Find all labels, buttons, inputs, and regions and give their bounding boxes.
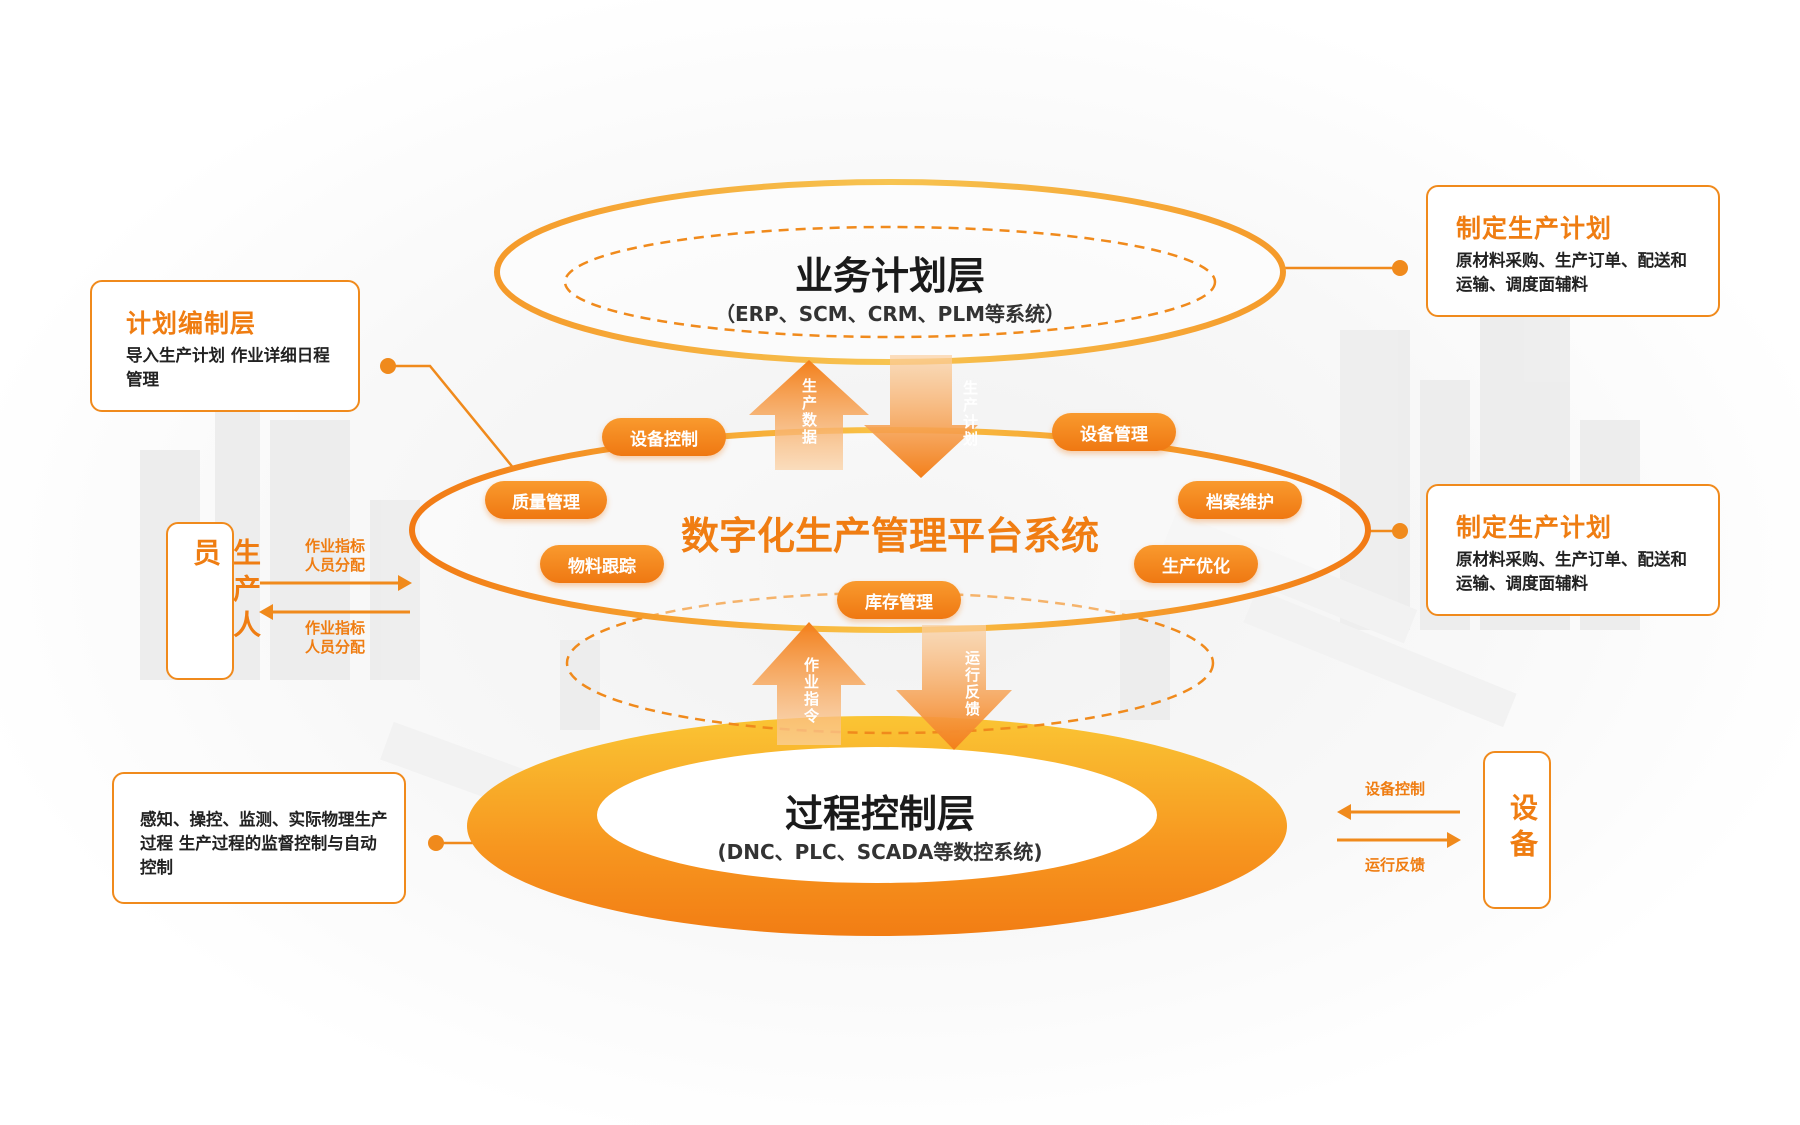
arrow-label-production-plan: 生产计划 xyxy=(961,380,979,448)
plan-layer-text: 导入生产计划 作业详细日程管理 xyxy=(126,346,330,389)
right-plan-1-text: 原材料采购、生产订单、配送和运输、调度面辅料 xyxy=(1456,251,1687,294)
middle-layer-title: 数字化生产管理平台系统 xyxy=(680,514,1099,558)
arrow-label-production-data: 生产数据 xyxy=(800,378,818,446)
equipment-label: 设备 xyxy=(1506,793,1539,865)
pill-material-tracking: 物料跟踪 xyxy=(540,545,664,583)
top-layer-title: 业务计划层 xyxy=(794,254,985,298)
pill-device-management: 设备管理 xyxy=(1052,413,1176,451)
personnel-top-label-1: 作业指标 xyxy=(304,537,365,555)
right-plan-2-title: 制定生产计划 xyxy=(1456,513,1613,542)
arrow-label-work-order: 作业指令 xyxy=(802,657,820,725)
arrow-label-operation-feedback: 运行反馈 xyxy=(963,650,981,718)
personnel-bottom-label-1: 作业指标 xyxy=(304,619,365,637)
pill-inventory-management: 库存管理 xyxy=(837,581,961,619)
pill-archive-maintenance: 档案维护 xyxy=(1178,481,1302,519)
personnel-box: 生产人员 xyxy=(166,522,262,680)
arrow-operation-feedback xyxy=(896,625,1012,750)
right-plan-box-1: 制定生产计划 原材料采购、生产订单、配送和运输、调度面辅料 xyxy=(1426,185,1720,317)
top-dashed-ring xyxy=(563,225,1217,339)
personnel-label: 生产人员 xyxy=(189,538,262,646)
personnel-bottom-label-2: 人员分配 xyxy=(304,638,365,656)
arrow-production-plan xyxy=(864,355,978,478)
equipment-box: 设备 xyxy=(1483,751,1551,909)
pill-device-control: 设备控制 xyxy=(602,418,726,456)
arrow-production-data xyxy=(749,360,869,470)
right-plan-2-text: 原材料采购、生产订单、配送和运输、调度面辅料 xyxy=(1456,550,1687,593)
bottom-layer-subtitle: (DNC、PLC、SCADA等数控系统) xyxy=(717,840,1043,864)
bottom-layer-title: 过程控制层 xyxy=(784,792,975,836)
process-desc-box: 感知、操控、监测、实际物理生产过程 生产过程的监督控制与自动控制 xyxy=(112,772,406,904)
pill-quality-management: 质量管理 xyxy=(485,481,607,519)
pill-production-optimization: 生产优化 xyxy=(1134,545,1258,583)
arrow-work-order xyxy=(752,622,866,745)
top-layer-subtitle: （ERP、SCM、CRM、PLM等系统） xyxy=(715,302,1065,326)
equipment-top-label: 设备控制 xyxy=(1364,780,1425,798)
plan-layer-title: 计划编制层 xyxy=(126,309,257,338)
personnel-top-label-2: 人员分配 xyxy=(304,556,365,574)
plan-layer-box: 计划编制层 导入生产计划 作业详细日程管理 xyxy=(90,280,360,412)
equipment-bottom-label: 运行反馈 xyxy=(1364,856,1425,874)
right-plan-1-title: 制定生产计划 xyxy=(1456,214,1613,243)
right-plan-box-2: 制定生产计划 原材料采购、生产订单、配送和运输、调度面辅料 xyxy=(1426,484,1720,616)
process-desc-text: 感知、操控、监测、实际物理生产过程 生产过程的监督控制与自动控制 xyxy=(140,810,388,877)
connector-plan-layer xyxy=(388,364,516,471)
